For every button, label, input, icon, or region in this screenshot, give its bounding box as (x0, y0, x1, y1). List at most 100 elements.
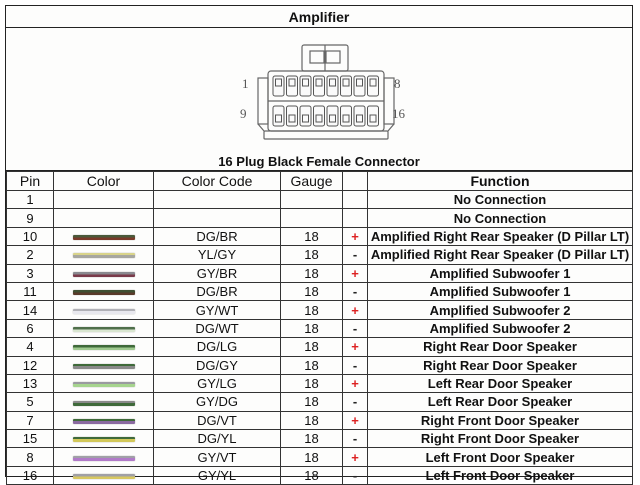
color-code-cell (153, 189, 281, 210)
pin-cell: 9 (6, 208, 54, 228)
wire-color-cell (53, 447, 154, 467)
wire-color-cell (53, 189, 154, 210)
color-code-cell (153, 208, 281, 228)
connector-terminal (342, 114, 350, 123)
polarity-cell: - (342, 281, 368, 302)
pin-cell: 1 (6, 189, 54, 210)
polarity-cell (342, 208, 368, 228)
connector-terminal (275, 78, 282, 87)
polarity-cell: + (342, 447, 368, 467)
polarity-cell: - (342, 318, 368, 339)
color-code-cell: GY/DG (153, 392, 281, 412)
function-cell: Right Front Door Speaker (367, 429, 633, 449)
header-function: Function (367, 171, 633, 191)
connector-terminal (315, 114, 323, 123)
polarity-cell: + (342, 263, 368, 283)
gauge-cell: 18 (280, 465, 343, 485)
color-code-cell: DG/LG (153, 337, 281, 357)
gauge-cell: 18 (280, 318, 343, 339)
wire-color-swatch (72, 235, 135, 241)
pin-cell: 4 (6, 337, 54, 357)
function-cell: Amplified Right Rear Speaker (D Pillar L… (367, 226, 633, 247)
page-title: Amplifier (6, 6, 632, 28)
function-cell: No Connection (367, 208, 633, 228)
gauge-cell: 18 (280, 226, 343, 247)
pin-cell: 16 (6, 465, 54, 485)
wire-color-swatch (72, 308, 135, 314)
connector-terminal (329, 78, 336, 87)
gauge-cell (280, 189, 343, 210)
polarity-cell: - (342, 392, 368, 412)
header-polarity (342, 171, 368, 191)
polarity-cell: - (342, 429, 368, 449)
pin-cell: 3 (6, 263, 54, 283)
color-code-cell: DG/YL (153, 429, 281, 449)
gauge-cell: 18 (280, 410, 343, 431)
connector-terminal (369, 114, 377, 123)
wire-color-swatch (72, 382, 135, 388)
connector-drawing (257, 44, 395, 140)
gauge-cell (280, 208, 343, 228)
header-gauge: Gauge (280, 171, 343, 191)
function-cell: Right Rear Door Speaker (367, 337, 633, 357)
wire-color-cell (53, 208, 154, 228)
connector-terminal (288, 114, 296, 123)
pin-cell: 13 (6, 373, 54, 394)
function-cell: No Connection (367, 189, 633, 210)
pin-cell: 14 (6, 300, 54, 320)
wire-color-cell (53, 392, 154, 412)
polarity-cell: - (342, 465, 368, 485)
function-cell: Amplified Subwoofer 2 (367, 300, 633, 320)
wire-color-cell (53, 318, 154, 339)
wire-color-swatch (72, 326, 135, 332)
pin-label-16: 16 (392, 106, 405, 121)
connector-terminal (302, 114, 309, 123)
wire-color-cell (53, 337, 154, 357)
pin-cell: 2 (6, 245, 54, 265)
wire-color-cell (53, 429, 154, 449)
connector-terminal (302, 78, 309, 87)
pin-cell: 6 (6, 318, 54, 339)
pinout-table: Pin Color Color Code Gauge Function 1 No … (6, 171, 633, 485)
color-code-cell: GY/WT (153, 300, 281, 320)
pin-cell: 12 (6, 355, 54, 375)
color-code-cell: DG/BR (153, 226, 281, 247)
header-pin: Pin (6, 171, 54, 191)
connector-terminal (356, 78, 363, 87)
color-code-cell: GY/VT (153, 447, 281, 467)
color-code-cell: DG/VT (153, 410, 281, 431)
function-cell: Left Rear Door Speaker (367, 392, 633, 412)
pin-cell: 15 (6, 429, 54, 449)
wire-color-cell (53, 300, 154, 320)
gauge-cell: 18 (280, 337, 343, 357)
pin-label-8: 8 (394, 76, 401, 91)
function-cell: Left Front Door Speaker (367, 447, 633, 467)
wire-color-cell (53, 373, 154, 394)
wire-color-cell (53, 465, 154, 485)
wire-color-swatch (72, 418, 135, 424)
polarity-cell (342, 189, 368, 210)
polarity-cell: + (342, 300, 368, 320)
gauge-cell: 18 (280, 373, 343, 394)
wire-color-cell (53, 281, 154, 302)
polarity-cell: + (342, 337, 368, 357)
color-code-cell: DG/GY (153, 355, 281, 375)
polarity-cell: - (342, 245, 368, 265)
wire-color-cell (53, 245, 154, 265)
function-cell: Right Front Door Speaker (367, 410, 633, 431)
color-code-cell: GY/YL (153, 465, 281, 485)
wire-color-swatch (72, 437, 135, 443)
connector-diagram: 1 8 9 16 16 Plug Black Female Connector (6, 28, 632, 171)
pin-label-9: 9 (240, 106, 247, 121)
color-code-cell: DG/BR (153, 281, 281, 302)
wire-color-cell (53, 263, 154, 283)
table-header-row: Pin Color Color Code Gauge Function (6, 171, 633, 191)
color-code-cell: YL/GY (153, 245, 281, 265)
